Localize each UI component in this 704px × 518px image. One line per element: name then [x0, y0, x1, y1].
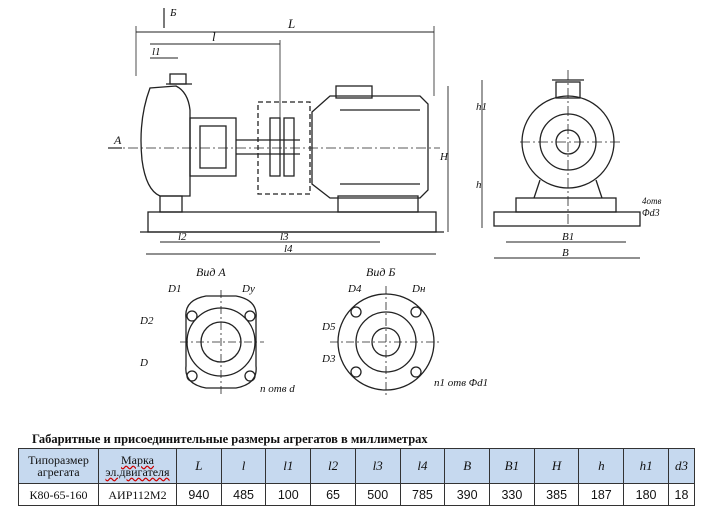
side-view — [108, 8, 449, 255]
cell-l2: 65 — [310, 483, 356, 506]
cell-l4: 785 — [399, 483, 446, 506]
cell-unit-type: К80-65-160 — [18, 483, 99, 506]
header-l: l — [220, 448, 267, 484]
table-header-row: Типоразмер агрегата Марка эл.двигателя L… — [18, 448, 695, 484]
view-a — [180, 290, 264, 394]
view-b — [330, 286, 442, 398]
view-a-Dy: Dy — [241, 283, 255, 295]
dim-l1-label: l1 — [152, 46, 161, 58]
dim-h-label: h — [476, 179, 482, 191]
technical-drawing: Б A L l l1 l2 l3 l4 H h1 h B1 B 4отв Φd3… — [108, 7, 661, 398]
cell-l1: 100 — [265, 483, 312, 506]
header-motor-text: Марка эл.двигателя — [105, 453, 170, 479]
header-B1: B1 — [489, 448, 535, 484]
cell-h1: 180 — [623, 483, 669, 506]
header-h1: h1 — [623, 448, 669, 484]
cell-motor: АИР112М2 — [98, 483, 177, 506]
view-b-holes: n1 отв Φd1 — [434, 377, 488, 389]
dim-l2-label: l2 — [178, 231, 187, 243]
drawing-svg: Б A L l l1 l2 l3 l4 H h1 h B1 B 4отв Φd3… — [108, 7, 661, 398]
dim-l3-label: l3 — [280, 231, 289, 243]
view-b-D4: D4 — [347, 283, 362, 295]
end-view — [481, 70, 641, 259]
cell-d3: 18 — [668, 483, 695, 506]
dim-L-label: L — [287, 16, 295, 31]
view-a-holes: n отв d — [260, 383, 295, 395]
cell-l3: 500 — [354, 483, 401, 506]
cell-H: 385 — [533, 483, 580, 506]
dim-H-label: H — [439, 151, 449, 163]
table-row: К80-65-160 АИР112М2 940 485 100 65 500 7… — [18, 483, 695, 506]
view-a-D: D — [139, 357, 148, 369]
cell-h: 187 — [578, 483, 625, 506]
view-a-D2: D2 — [139, 315, 154, 327]
view-b-D5: D5 — [321, 321, 336, 333]
holes-count-label: 4отв — [642, 196, 661, 206]
arrow-b-label: Б — [169, 7, 177, 19]
header-H: H — [533, 448, 580, 484]
header-d3: d3 — [668, 448, 695, 484]
view-b-D3: D3 — [321, 353, 336, 365]
dim-h1-label: h1 — [476, 101, 487, 113]
cell-B: 390 — [444, 483, 491, 506]
header-B: B — [444, 448, 491, 484]
header-unit-type: Типоразмер агрегата — [18, 448, 99, 484]
table-caption: Габаритные и присоединительные размеры а… — [32, 432, 428, 446]
dim-l-label: l — [212, 29, 216, 44]
header-l3: l3 — [354, 448, 401, 484]
dim-l4-label: l4 — [284, 243, 293, 255]
cell-l: 485 — [220, 483, 267, 506]
dimensions-table: Типоразмер агрегата Марка эл.двигателя L… — [18, 448, 695, 506]
header-l4: l4 — [399, 448, 446, 484]
view-a-D1: D1 — [167, 283, 181, 295]
header-motor: Марка эл.двигателя — [98, 448, 177, 484]
header-l1: l1 — [265, 448, 312, 484]
header-l2: l2 — [310, 448, 356, 484]
dim-d3-label: Φd3 — [642, 208, 660, 219]
dim-B-label: B — [562, 247, 569, 259]
cell-L: 940 — [176, 483, 222, 506]
arrow-a-label: A — [113, 133, 122, 147]
header-L: L — [176, 448, 222, 484]
view-b-Dn: Dн — [411, 283, 426, 295]
header-h: h — [578, 448, 625, 484]
cell-B1: 330 — [489, 483, 535, 506]
dim-B1-label: B1 — [562, 231, 574, 243]
view-b-title: Вид Б — [366, 265, 395, 279]
view-a-title: Вид A — [196, 265, 226, 279]
